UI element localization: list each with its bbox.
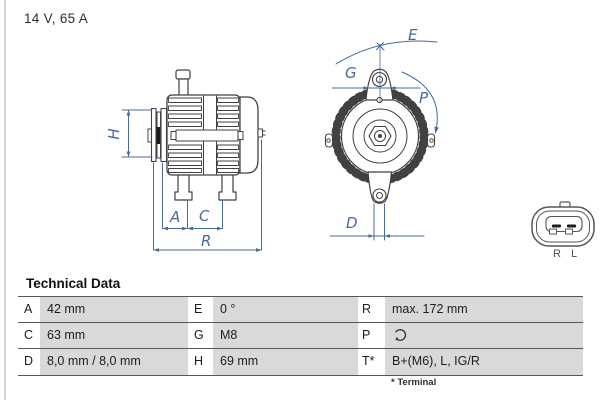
dim-label-d: D bbox=[346, 214, 358, 232]
dim-label-p: P bbox=[419, 89, 429, 107]
table-row: A 42 mm E 0 ° R max. 172 mm bbox=[18, 296, 583, 322]
page-title: 14 V, 65 A bbox=[24, 11, 89, 26]
key-cell: C bbox=[24, 328, 34, 342]
technical-data-table: A 42 mm E 0 ° R max. 172 mm C 63 mm G M8… bbox=[18, 296, 583, 376]
value-cell: B+(M6), L, IG/R bbox=[392, 354, 480, 368]
front-view-drawing bbox=[324, 68, 436, 204]
key-cell: P bbox=[362, 328, 371, 342]
value-cell-bg bbox=[385, 297, 583, 322]
dim-label-g: G bbox=[345, 64, 357, 82]
value-cell-bg bbox=[40, 349, 188, 375]
value-cell-bg bbox=[40, 323, 188, 348]
rotation-direction-icon bbox=[395, 329, 407, 341]
terminal-footnote: * Terminal bbox=[391, 377, 437, 388]
technical-data-heading: Technical Data bbox=[26, 276, 121, 291]
value-cell-bg bbox=[213, 349, 358, 375]
key-cell: T* bbox=[362, 354, 375, 368]
key-cell: G bbox=[194, 328, 204, 342]
key-cell: E bbox=[194, 302, 203, 316]
dim-label-h: H bbox=[105, 128, 123, 139]
key-cell: H bbox=[194, 354, 204, 368]
side-view-drawing bbox=[147, 69, 266, 201]
value-cell: 69 mm bbox=[220, 354, 259, 368]
value-cell-bg bbox=[385, 349, 583, 375]
value-cell-bg bbox=[40, 297, 188, 322]
value-cell: max. 172 mm bbox=[392, 302, 468, 316]
connector-pin-label-l: L bbox=[571, 248, 577, 260]
dim-label-c: C bbox=[199, 207, 210, 225]
key-cell: R bbox=[362, 302, 372, 316]
key-cell: A bbox=[24, 302, 33, 316]
key-cell: D bbox=[24, 354, 34, 368]
connector-drawing bbox=[531, 201, 595, 247]
value-cell: 63 mm bbox=[47, 328, 86, 342]
table-rule bbox=[18, 375, 583, 376]
value-cell: M8 bbox=[220, 328, 238, 342]
table-rule bbox=[18, 348, 583, 349]
value-cell-bg bbox=[385, 323, 583, 348]
front-view-dimensions bbox=[329, 40, 439, 241]
dim-label-e: E bbox=[408, 26, 418, 44]
connector-pin-label-r: R bbox=[553, 248, 561, 260]
dim-label-r: R bbox=[201, 232, 211, 250]
table-row: D 8,0 mm / 8,0 mm H 69 mm T* B+(M6), L, … bbox=[18, 348, 583, 375]
dim-label-a: A bbox=[169, 208, 180, 226]
page-left-border bbox=[4, 0, 6, 400]
table-row: C 63 mm G M8 P bbox=[18, 322, 583, 348]
value-cell-bg bbox=[213, 323, 358, 348]
value-cell: 8,0 mm / 8,0 mm bbox=[47, 354, 141, 368]
technical-drawing: H A C R bbox=[105, 26, 595, 260]
table-rule bbox=[18, 296, 583, 297]
value-cell-bg bbox=[213, 297, 358, 322]
value-cell: 0 ° bbox=[220, 302, 236, 316]
value-cell: 42 mm bbox=[47, 302, 86, 316]
table-rule bbox=[18, 322, 583, 323]
side-view-dimensions bbox=[121, 109, 262, 252]
